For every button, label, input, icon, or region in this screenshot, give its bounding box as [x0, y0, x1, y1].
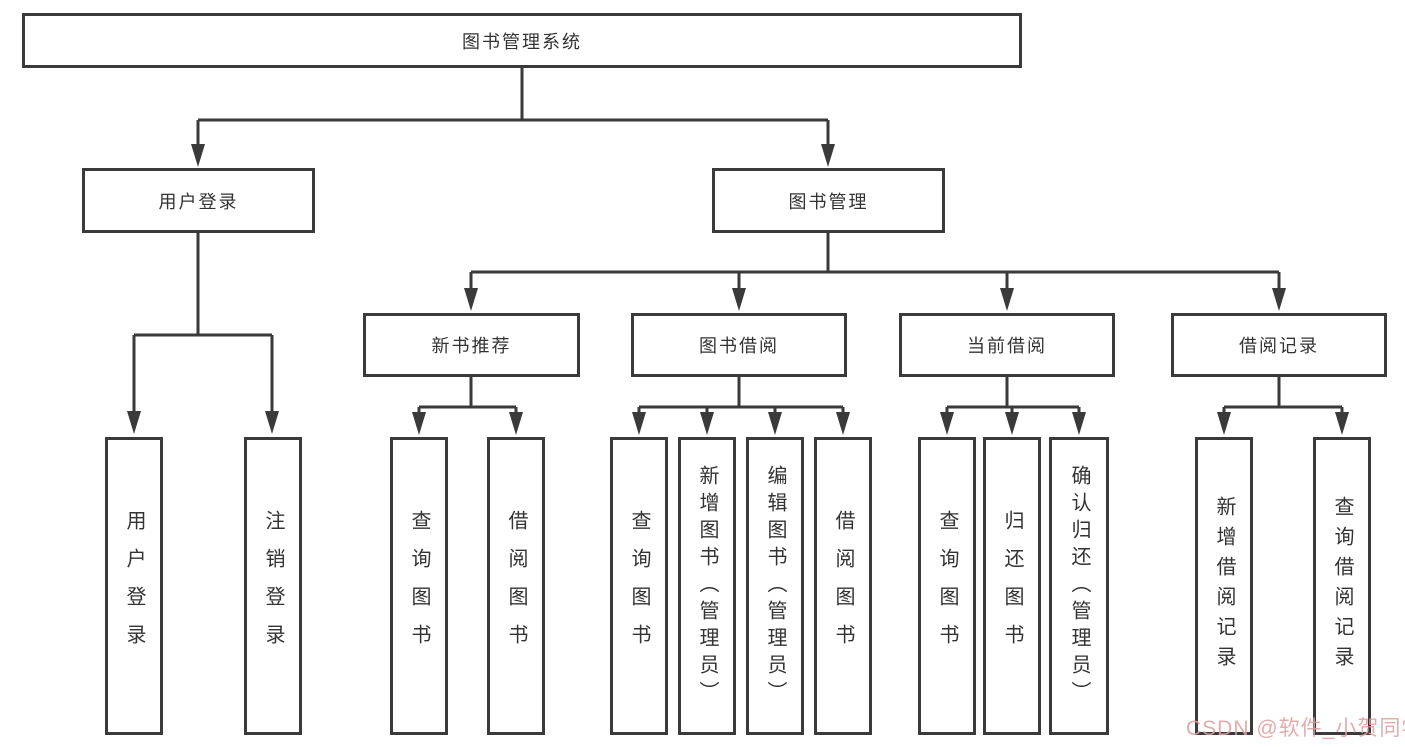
leaf-label: 注销登录: [262, 510, 284, 662]
leaf-label: 新增借阅记录: [1213, 496, 1235, 676]
leaf-label: 查询借阅记录: [1331, 496, 1353, 676]
leaf-label: 编辑图书（管理员）: [764, 464, 786, 708]
arrow-icon: [1217, 412, 1231, 435]
node-book-borrow: 图书借阅: [631, 313, 847, 377]
leaf-query-books: 查询图书: [918, 437, 976, 735]
leaf-query-books: 查询图书: [390, 437, 448, 735]
leaf-label: 借阅图书: [505, 510, 527, 662]
leaf-borrow-books: 借阅图书: [487, 437, 545, 735]
connector-bookmgmt-to-level3: [469, 233, 1281, 295]
leaf-add-books-admin: 新增图书（管理员）: [678, 437, 736, 735]
leaf-add-borrow-record: 新增借阅记录: [1195, 437, 1253, 735]
arrow-icon: [1000, 288, 1014, 311]
arrow-icon: [732, 288, 746, 311]
node-borrow-records: 借阅记录: [1171, 313, 1387, 377]
connector-root-to-level2: [196, 68, 830, 150]
node-label: 用户登录: [158, 191, 239, 212]
csdn-watermark: CSDN @软件_小贺同学: [1186, 717, 1405, 740]
arrow-icon: [821, 144, 835, 167]
arrow-icon: [836, 412, 850, 435]
arrow-icon: [940, 412, 954, 435]
leaf-edit-books-admin: 编辑图书（管理员）: [746, 437, 804, 735]
leaf-query-books: 查询图书: [610, 437, 668, 735]
leaf-label: 新增图书（管理员）: [696, 464, 718, 708]
node-label: 借阅记录: [1239, 336, 1319, 356]
arrow-icon: [464, 288, 478, 311]
leaf-label: 查询图书: [936, 510, 958, 662]
node-book-management-branch: 图书管理: [712, 168, 945, 233]
arrow-icon: [509, 412, 523, 435]
arrow-icon: [1005, 412, 1019, 435]
leaf-label: 查询图书: [628, 510, 650, 662]
arrow-icon: [127, 411, 141, 434]
leaf-borrow-books: 借阅图书: [814, 437, 872, 735]
leaf-label: 确认归还（管理员）: [1068, 464, 1090, 708]
leaf-confirm-return-admin: 确认归还（管理员）: [1049, 437, 1109, 735]
node-root-system: 图书管理系统: [22, 13, 1022, 68]
leaf-label: 归还图书: [1001, 510, 1023, 662]
node-label: 图书管理系统: [462, 31, 582, 52]
node-current-borrow: 当前借阅: [899, 313, 1115, 377]
arrow-icon: [191, 144, 205, 167]
arrow-icon: [700, 412, 714, 435]
connector-bookborrow-to-leaves: [637, 377, 845, 419]
arrow-icon: [632, 412, 646, 435]
arrow-icon: [1272, 288, 1286, 311]
arrow-icon: [1335, 412, 1349, 435]
leaf-logout: 注销登录: [244, 437, 302, 735]
node-user-login-branch: 用户登录: [82, 168, 315, 233]
leaf-label: 查询图书: [408, 510, 430, 662]
connector-borrowrecords-to-leaves: [1222, 377, 1344, 419]
leaf-label: 借阅图书: [832, 510, 854, 662]
leaf-user-login: 用户登录: [105, 437, 163, 735]
node-label: 当前借阅: [967, 336, 1047, 356]
arrow-icon: [1072, 412, 1086, 435]
arrow-icon: [412, 412, 426, 435]
node-label: 新书推荐: [431, 336, 512, 356]
node-new-book-recommend: 新书推荐: [363, 313, 580, 377]
arrow-icon: [768, 412, 782, 435]
leaf-query-borrow-record: 查询借阅记录: [1313, 437, 1371, 735]
connector-newbooks-to-leaves: [417, 377, 518, 419]
node-label: 图书管理: [788, 191, 869, 212]
leaf-return-books: 归还图书: [983, 437, 1041, 735]
connector-userlogin-to-leaves: [132, 233, 274, 418]
leaf-label: 用户登录: [123, 510, 145, 662]
arrowheads: [127, 144, 1349, 435]
node-label: 图书借阅: [699, 336, 779, 356]
arrow-icon: [265, 411, 279, 434]
